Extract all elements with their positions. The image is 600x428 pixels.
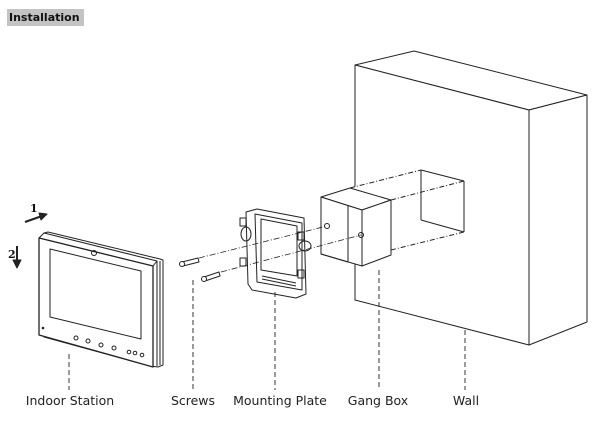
screws (179, 257, 221, 282)
label-screws: Screws (170, 393, 216, 408)
indoor-station (38, 231, 164, 368)
gang-box (320, 169, 465, 267)
step-2-number: 2 (8, 248, 16, 261)
leader-lines (68, 270, 466, 390)
step-1-number: 1 (30, 202, 38, 215)
alignment-lines (198, 225, 362, 273)
arrow-down-icon (12, 246, 22, 269)
label-wall: Wall (452, 393, 480, 408)
label-indoor-station: Indoor Station (25, 393, 115, 408)
section-header: Installation (7, 9, 84, 26)
label-gang-box: Gang Box (347, 393, 409, 408)
arrow-right-icon (24, 212, 48, 223)
label-mounting-plate: Mounting Plate (233, 393, 327, 408)
mounting-plate (239, 208, 312, 299)
